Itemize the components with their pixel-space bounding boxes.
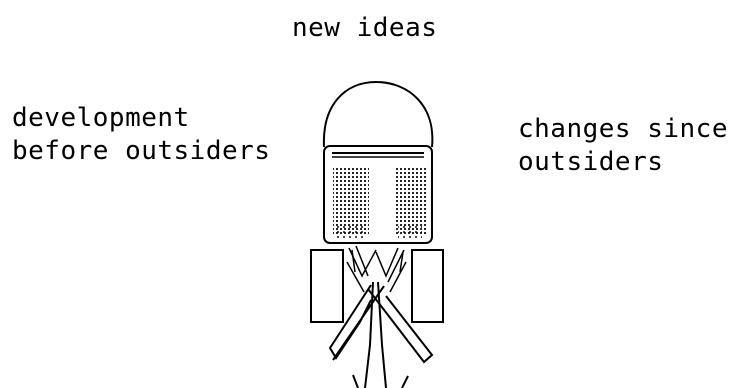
- rocket-left-panel-fade: [333, 225, 363, 239]
- left-booster: [311, 250, 343, 322]
- rocket-right-panel-fade: [398, 225, 422, 239]
- rocket-legs: [330, 282, 432, 388]
- right-booster: [412, 250, 443, 322]
- rocket-dome: [324, 82, 433, 147]
- exhaust-lines: [347, 246, 406, 292]
